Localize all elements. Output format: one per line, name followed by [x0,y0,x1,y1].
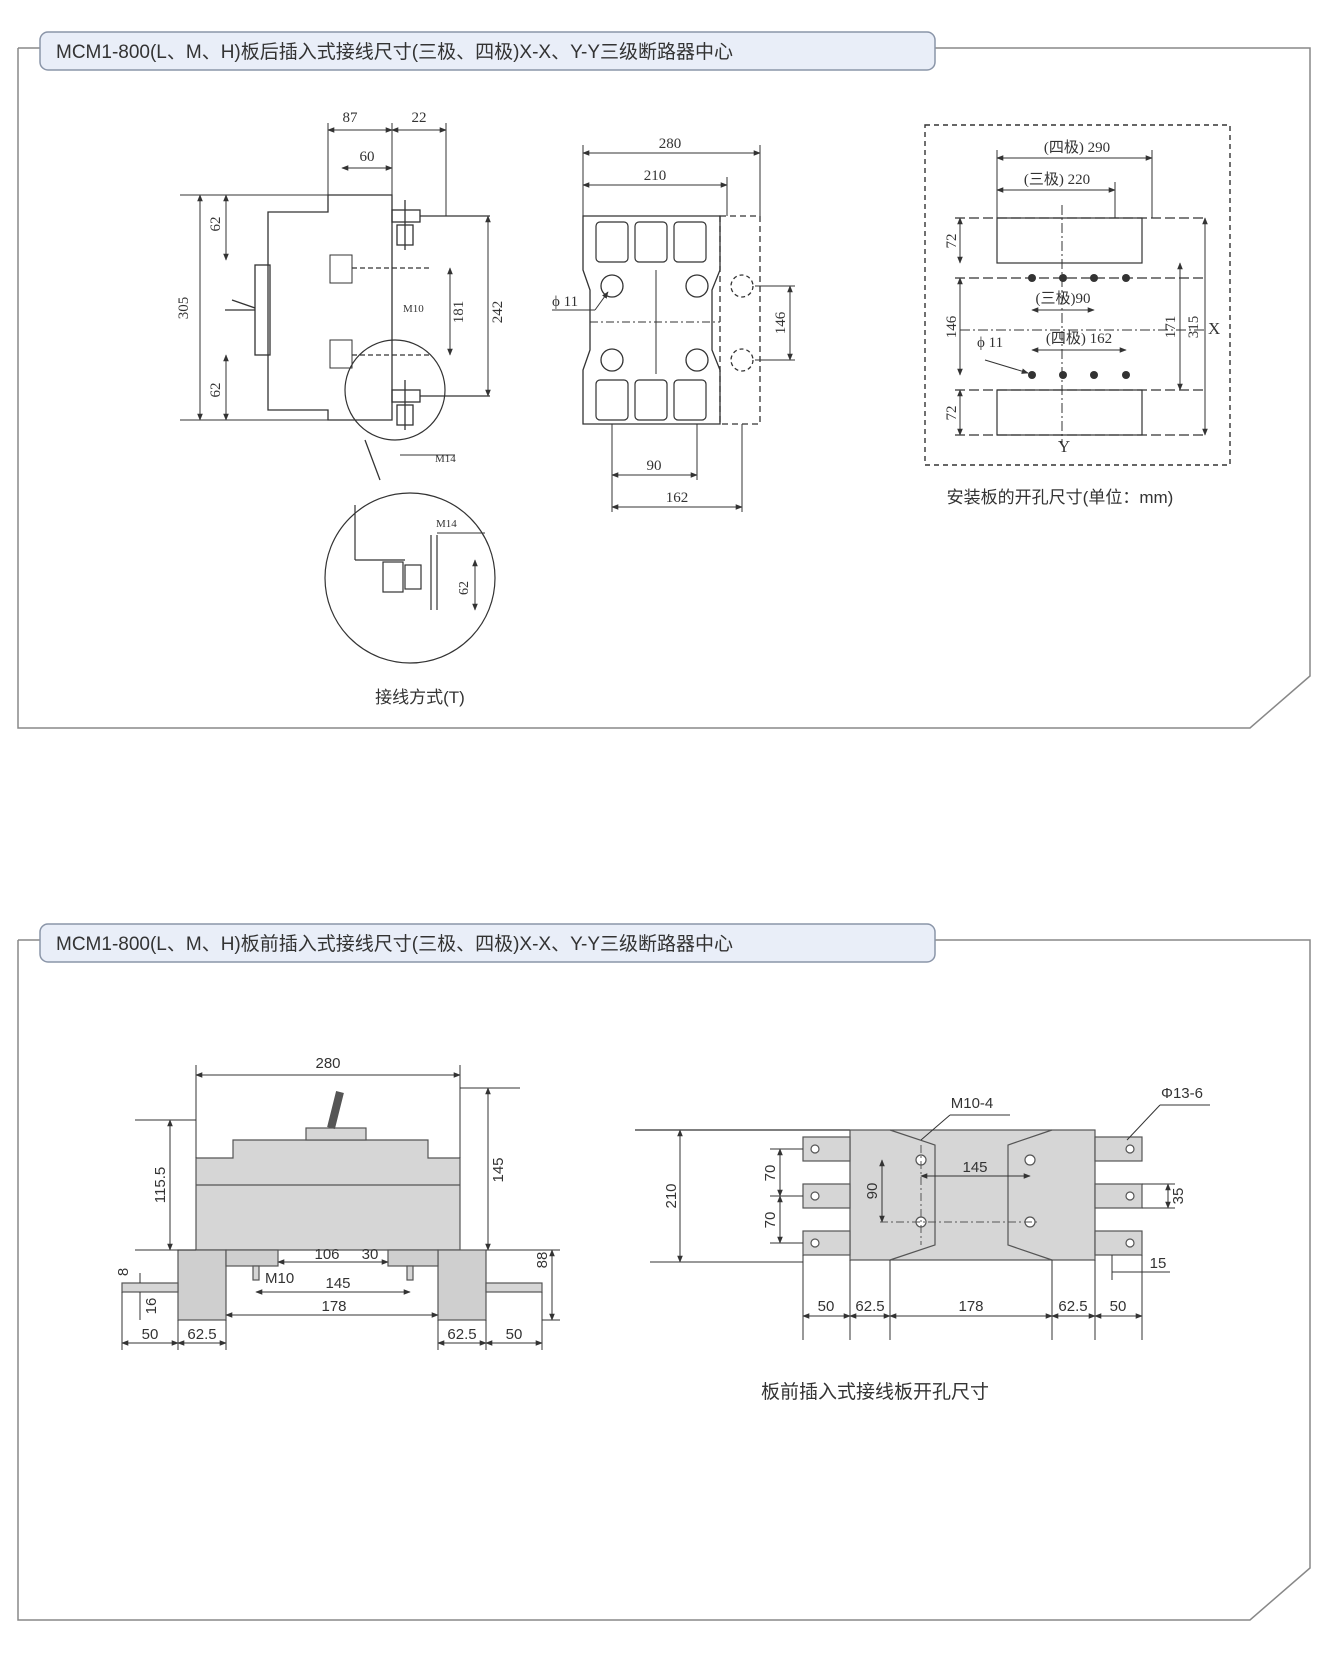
detail-dim-62: 62 [457,581,472,595]
f-dim-30: 30 [362,1246,379,1263]
front-side-labels: 280 115.5 145 106 30 M10 145 178 8 16 88… [115,1055,551,1343]
p-dim-50-left: 50 [818,1298,835,1315]
section-rear-title-tab: MCM1-800(L、M、H)板后插入式接线尺寸(三极、四极)X-X、Y-Y三级… [39,31,936,71]
front-side-view [121,1091,543,1321]
front-plate-dimensions [650,1104,1210,1340]
dim-62-top: 62 [208,217,224,232]
front-plate-view [635,1129,1143,1261]
front-plate-labels: M10-4 Φ13-6 210 70 70 90 145 35 15 50 62… [663,1085,1203,1403]
f-dim-62-5-right: 62.5 [447,1326,476,1343]
section-rear-title: MCM1-800(L、M、H)板后插入式接线尺寸(三极、四极)X-X、Y-Y三级… [56,41,733,63]
dim-90: 90 [647,458,662,474]
p-dim-50-right: 50 [1110,1298,1127,1315]
dim-60: 60 [360,149,375,165]
dim-phi11: ϕ 11 [552,294,578,310]
section-front-title: MCM1-800(L、M、H)板前插入式接线尺寸(三极、四极)X-X、Y-Y三级… [56,933,733,955]
axis-y-label: Y [1058,437,1070,456]
p-dim-178: 178 [958,1298,983,1315]
panel-cutout [924,124,1231,466]
detail-caption: 接线方式(T) [375,688,465,707]
cutout-caption: 安装板的开孔尺寸(单位：mm) [947,488,1174,507]
p-dim-62-5-right: 62.5 [1058,1298,1087,1315]
rear-detail-circle [324,492,496,664]
p-dim-62-5-left: 62.5 [855,1298,884,1315]
cutout-three-pole-90: (三极)90 [1036,290,1091,307]
rear-side-dimensions [180,123,491,456]
plate-caption: 板前插入式接线板开孔尺寸 [761,1381,989,1403]
rear-side-labels: 87 22 60 305 62 62 181 242 M10 M14 [176,110,506,465]
f-dim-178: 178 [321,1298,346,1315]
dim-22: 22 [412,110,427,126]
dim-305: 305 [176,297,192,320]
rear-detail-labels: M14 62 接线方式(T) [375,518,472,707]
detail-m14: M14 [436,518,457,530]
rear-front-view [582,215,761,425]
section-front-title-tab: MCM1-800(L、M、H)板前插入式接线尺寸(三极、四极)X-X、Y-Y三级… [39,923,936,963]
dim-162: 162 [666,490,689,506]
dim-87: 87 [343,110,359,126]
f-dim-88: 88 [534,1252,551,1269]
front-side-dimensions [121,1065,560,1350]
dim-242: 242 [490,301,506,324]
rear-front-dimensions [552,145,795,512]
f-dim-50-right: 50 [506,1326,523,1343]
f-dim-115-5: 115.5 [152,1167,169,1203]
panel-cutout-dimensions [957,150,1208,436]
dim-181: 181 [451,301,467,324]
panel-cutout-labels: (四极) 290 (三极) 220 72 146 72 (三极)90 (四极) … [944,139,1220,507]
section-front-frame [17,939,1311,1621]
p-dim-15: 15 [1150,1255,1167,1272]
f-dim-145b: 145 [325,1275,350,1292]
cutout-four-pole-162: (四极) 162 [1046,330,1112,347]
p-dim-70-bottom: 70 [762,1212,779,1229]
f-dim-62-5-left: 62.5 [187,1326,216,1343]
label-m10: M10 [403,303,424,315]
dim-146: 146 [773,311,789,334]
dim-62-bottom: 62 [208,383,224,398]
f-dim-106: 106 [314,1246,339,1263]
cutout-three-pole: (三极) 220 [1024,171,1090,188]
rear-side-view [225,194,490,481]
f-dim-8: 8 [115,1268,132,1276]
f-dim-16: 16 [143,1298,160,1315]
p-dim-90: 90 [864,1183,881,1200]
cutout-146: 146 [944,315,960,338]
axis-x-label: X [1208,319,1220,338]
cutout-72-top: 72 [944,234,960,249]
rear-front-labels: 280 210 ϕ 11 146 90 162 [552,136,789,506]
f-dim-50-left: 50 [142,1326,159,1343]
dim-280: 280 [659,136,682,152]
cutout-171: 171 [1163,316,1179,339]
label-m14: M14 [435,453,456,465]
p-dim-210: 210 [663,1183,680,1208]
f-dim-280: 280 [315,1055,340,1072]
cutout-phi11: ϕ 11 [977,335,1003,351]
cutout-72-bottom: 72 [944,406,960,421]
p-label-m10-4: M10-4 [951,1095,994,1112]
f-label-m10: M10 [265,1270,294,1287]
p-label-phi13-6: Φ13-6 [1161,1085,1203,1102]
cutout-315: 315 [1186,316,1202,339]
cutout-four-pole: (四极) 290 [1044,139,1110,156]
dim-210: 210 [644,168,667,184]
section-rear-frame [17,47,1311,729]
p-dim-70-top: 70 [762,1165,779,1182]
f-dim-145: 145 [490,1157,507,1182]
p-dim-35: 35 [1170,1188,1187,1205]
p-dim-145: 145 [962,1159,987,1176]
